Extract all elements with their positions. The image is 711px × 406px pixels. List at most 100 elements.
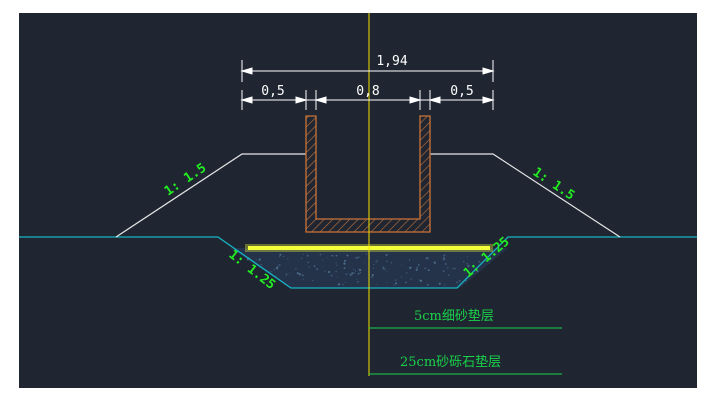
- gravel-speck: [326, 257, 328, 259]
- gravel-speck: [433, 261, 436, 264]
- gravel-speck: [342, 283, 344, 286]
- gravel-speck: [425, 257, 428, 260]
- gravel-speck: [288, 273, 291, 275]
- layer-label-sand: 5cm细砂垫层: [414, 308, 494, 324]
- gravel-speck: [417, 264, 420, 266]
- gravel-speck: [300, 257, 303, 260]
- gravel-speck: [356, 279, 358, 281]
- gravel-speck: [442, 256, 446, 260]
- gravel-speck: [346, 254, 349, 257]
- gravel-speck: [375, 260, 378, 263]
- gravel-speck: [443, 258, 445, 261]
- gravel-speck: [308, 266, 310, 268]
- gravel-speck: [405, 281, 407, 284]
- gravel-speck: [489, 258, 492, 261]
- gravel-speck: [357, 256, 360, 259]
- dimension-channel-width-label: 0,8: [356, 84, 379, 99]
- gravel-speck: [286, 273, 288, 275]
- gravel-speck: [277, 265, 279, 268]
- gravel-speck: [462, 260, 465, 263]
- gravel-speck: [315, 267, 319, 270]
- gravel-speck: [352, 268, 354, 270]
- dimension-overall-label: 1,94: [376, 54, 407, 69]
- dimension-overall: [240, 60, 495, 82]
- gravel-speck: [313, 264, 315, 267]
- gravel-speck: [448, 274, 450, 276]
- gravel-speck: [479, 262, 481, 263]
- gravel-speck: [419, 279, 422, 282]
- gravel-speck: [400, 276, 402, 278]
- gravel-speck: [401, 264, 403, 266]
- gravel-speck: [270, 270, 272, 273]
- dimension-segments: [240, 90, 495, 110]
- gravel-speck: [324, 270, 326, 272]
- gravel-speck: [332, 255, 334, 257]
- gravel-speck: [494, 253, 496, 256]
- gravel-speck: [394, 279, 397, 281]
- gravel-speck: [357, 272, 360, 275]
- gravel-speck: [424, 267, 427, 270]
- gravel-speck: [322, 259, 324, 261]
- gravel-speck: [386, 271, 388, 273]
- gravel-speck: [416, 266, 419, 269]
- gravel-speck: [306, 254, 309, 257]
- gravel-speck: [452, 267, 455, 270]
- gravel-speck: [330, 274, 333, 277]
- gravel-speck: [255, 258, 257, 260]
- gravel-speck: [337, 283, 341, 286]
- gravel-speck: [275, 266, 279, 270]
- right-embankment-outline: [430, 153, 621, 238]
- gravel-speck: [298, 273, 301, 276]
- gravel-speck: [459, 280, 461, 282]
- u-channel-section: [305, 115, 431, 233]
- gravel-speck: [365, 253, 368, 255]
- gravel-speck: [376, 259, 379, 262]
- ground-line: [19, 236, 697, 289]
- gravel-speck: [287, 258, 289, 260]
- gravel-speck: [343, 267, 346, 269]
- gravel-speck: [405, 271, 408, 274]
- gravel-speck: [302, 278, 305, 280]
- gravel-speck: [373, 263, 375, 266]
- gravel-speck: [446, 267, 449, 269]
- gravel-speck: [336, 264, 338, 266]
- gravel-speck: [442, 270, 445, 273]
- gravel-speck: [467, 270, 469, 272]
- gravel-speck: [295, 267, 297, 270]
- gravel-speck: [385, 253, 388, 256]
- gravel-speck: [393, 284, 395, 286]
- gravel-speck: [335, 270, 337, 273]
- gravel-speck: [283, 255, 285, 257]
- gravel-speck: [296, 272, 299, 275]
- gravel-speck: [395, 282, 398, 285]
- gravel-speck: [279, 253, 282, 256]
- gravel-speck: [385, 260, 388, 263]
- gravel-speck: [427, 269, 430, 272]
- left-embankment-outline: [115, 153, 306, 238]
- gravel-speck: [467, 265, 470, 268]
- gravel-speck: [260, 264, 262, 266]
- gravel-speck: [344, 259, 346, 262]
- gravel-speck: [301, 274, 304, 277]
- gravel-speck: [408, 259, 411, 261]
- gravel-speck: [273, 269, 275, 271]
- gravel-speck: [385, 269, 387, 271]
- gravel-speck: [478, 261, 480, 263]
- gravel-speck: [372, 267, 375, 269]
- gravel-speck: [371, 274, 374, 277]
- gravel-speck: [410, 278, 412, 280]
- gravel-speck: [390, 262, 393, 264]
- gravel-speck: [353, 272, 355, 274]
- gravel-speck: [350, 273, 353, 276]
- gravel-speck: [443, 284, 446, 286]
- dimension-right-offset-label: 0,5: [450, 84, 473, 99]
- gravel-speck: [322, 266, 324, 268]
- gravel-speck: [456, 281, 458, 284]
- gravel-speck: [476, 270, 479, 273]
- gravel-speck: [357, 281, 359, 283]
- gravel-speck: [335, 262, 337, 264]
- gravel-speck: [258, 258, 261, 261]
- drawing-background: [19, 13, 697, 388]
- gravel-speck: [335, 254, 338, 257]
